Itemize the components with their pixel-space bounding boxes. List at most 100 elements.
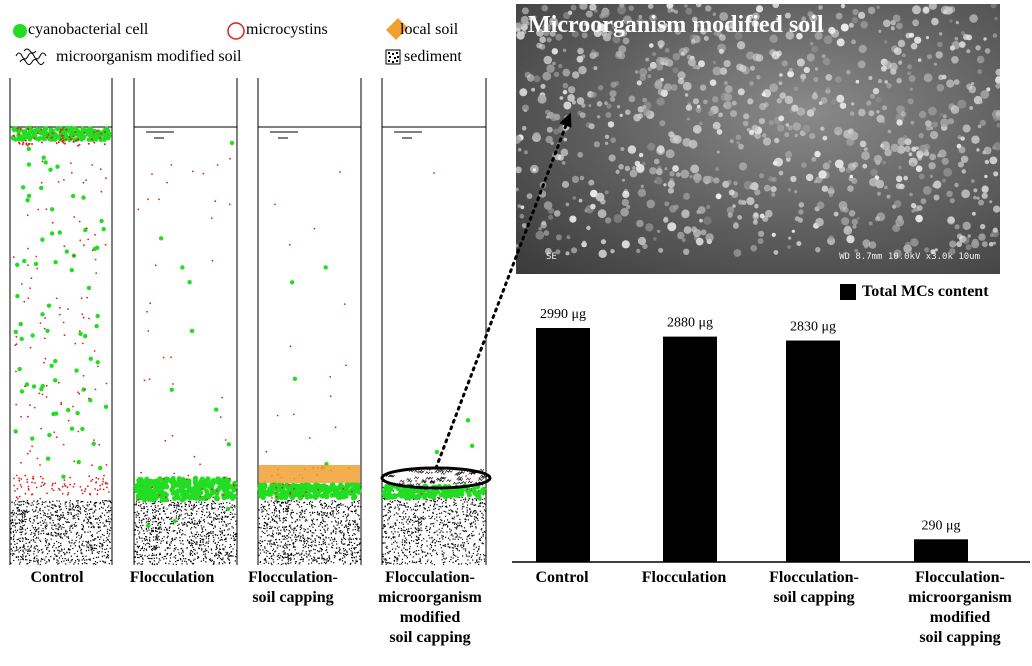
sem-particle (579, 4, 588, 10)
bar-category-line: modified (929, 609, 991, 626)
pointer-arrowhead-icon (559, 112, 572, 128)
sem-particle (590, 91, 597, 98)
sem-particle (805, 173, 814, 182)
sem-particle (941, 157, 949, 165)
sem-particle (677, 71, 686, 80)
sem-particle (712, 60, 716, 65)
sem-particle (797, 24, 803, 31)
sem-particle (908, 75, 916, 83)
sem-particle (933, 180, 942, 189)
sem-particle (614, 81, 620, 86)
bar (914, 539, 968, 562)
sem-particle (718, 48, 725, 54)
sem-particle (787, 70, 794, 78)
sem-particle (672, 165, 679, 172)
sem-particle (818, 101, 823, 105)
legend-icons (13, 18, 408, 65)
sem-particle (931, 121, 938, 128)
sem-particle (572, 196, 576, 200)
sem-particle (680, 169, 690, 179)
sem-particle (749, 185, 754, 190)
sem-particle (798, 202, 805, 208)
sem-particle (628, 95, 636, 103)
sem-particle (882, 160, 887, 165)
sem-particle (742, 120, 749, 127)
sem-particle (657, 88, 665, 96)
bar-category-line: microorganism (908, 589, 1012, 606)
sem-particle (930, 249, 936, 255)
sem-particle (961, 31, 965, 36)
sem-particle (736, 141, 740, 145)
sem-particle (730, 110, 737, 118)
sem-particle (807, 11, 814, 17)
sem-particle (595, 192, 605, 202)
column-label-line: soil capping (389, 629, 471, 646)
sem-particle (897, 215, 903, 221)
bar-value-label: 2880 μg (667, 316, 713, 331)
sem-particle (753, 212, 759, 218)
sem-particle (642, 243, 648, 249)
sem-particle (846, 69, 851, 75)
sem-particle (731, 100, 737, 106)
sem-particle (836, 94, 845, 103)
sem-particle (996, 123, 1000, 128)
sem-particle (777, 124, 785, 132)
column-label-flocculation-microorganism-modified-soil-capping: Flocculation- microorganism modified soi… (366, 568, 494, 648)
sem-particle (910, 120, 915, 125)
sem-particle (561, 161, 566, 165)
sem-particle (567, 94, 575, 102)
sem-particle (696, 104, 701, 109)
bar-category-line: Flocculation- (769, 569, 859, 586)
sem-particle (586, 225, 591, 231)
sem-particle (796, 32, 803, 40)
sem-particle (581, 32, 588, 39)
sem-particle (692, 124, 702, 134)
sem-particle (981, 192, 988, 199)
sem-particle (555, 249, 561, 255)
sem-particle (578, 198, 583, 203)
sem-particle (754, 203, 759, 209)
cyanobacterial-cells (10, 125, 113, 479)
sem-particle (546, 37, 552, 43)
column-label-control: Control (2, 568, 112, 588)
sem-particle (972, 211, 976, 216)
sem-particle (840, 4, 846, 9)
sem-particle (624, 165, 631, 172)
sem-particle (729, 21, 737, 28)
sem-particle (719, 12, 729, 21)
sem-particle (653, 237, 657, 241)
sem-particle (907, 71, 912, 76)
sem-particle (778, 81, 783, 85)
sem-particle (689, 34, 698, 42)
sem-particle (604, 141, 609, 145)
sem-particle (877, 191, 881, 196)
sem-particle (925, 36, 930, 40)
sem-particle (623, 15, 632, 25)
sem-particle (555, 33, 563, 41)
sem-particle (834, 159, 844, 169)
sem-particle (976, 196, 980, 200)
sem-particle (984, 174, 988, 179)
sem-particle (699, 121, 703, 126)
sem-particle (869, 177, 878, 187)
sem-particle (517, 204, 522, 208)
sem-particle (699, 218, 703, 223)
sem-particle (769, 83, 778, 93)
legend-swatch-icon (840, 284, 856, 300)
sem-particle (517, 147, 522, 152)
bar-category-label: Flocculation- microorganism modified soi… (892, 568, 1028, 648)
sem-particle (669, 171, 675, 177)
sem-particle (622, 190, 630, 198)
sem-particle (662, 86, 667, 91)
sem-particle (590, 189, 598, 198)
sem-particle (642, 97, 647, 103)
sem-particle (977, 69, 983, 75)
sem-particle (649, 43, 654, 48)
column-4 (381, 78, 488, 566)
sem-particle (521, 104, 530, 112)
sem-particle (801, 162, 807, 168)
sem-particle (910, 202, 917, 209)
sem-particle (868, 110, 875, 117)
sem-particle (988, 241, 994, 247)
sem-particle (649, 61, 657, 69)
